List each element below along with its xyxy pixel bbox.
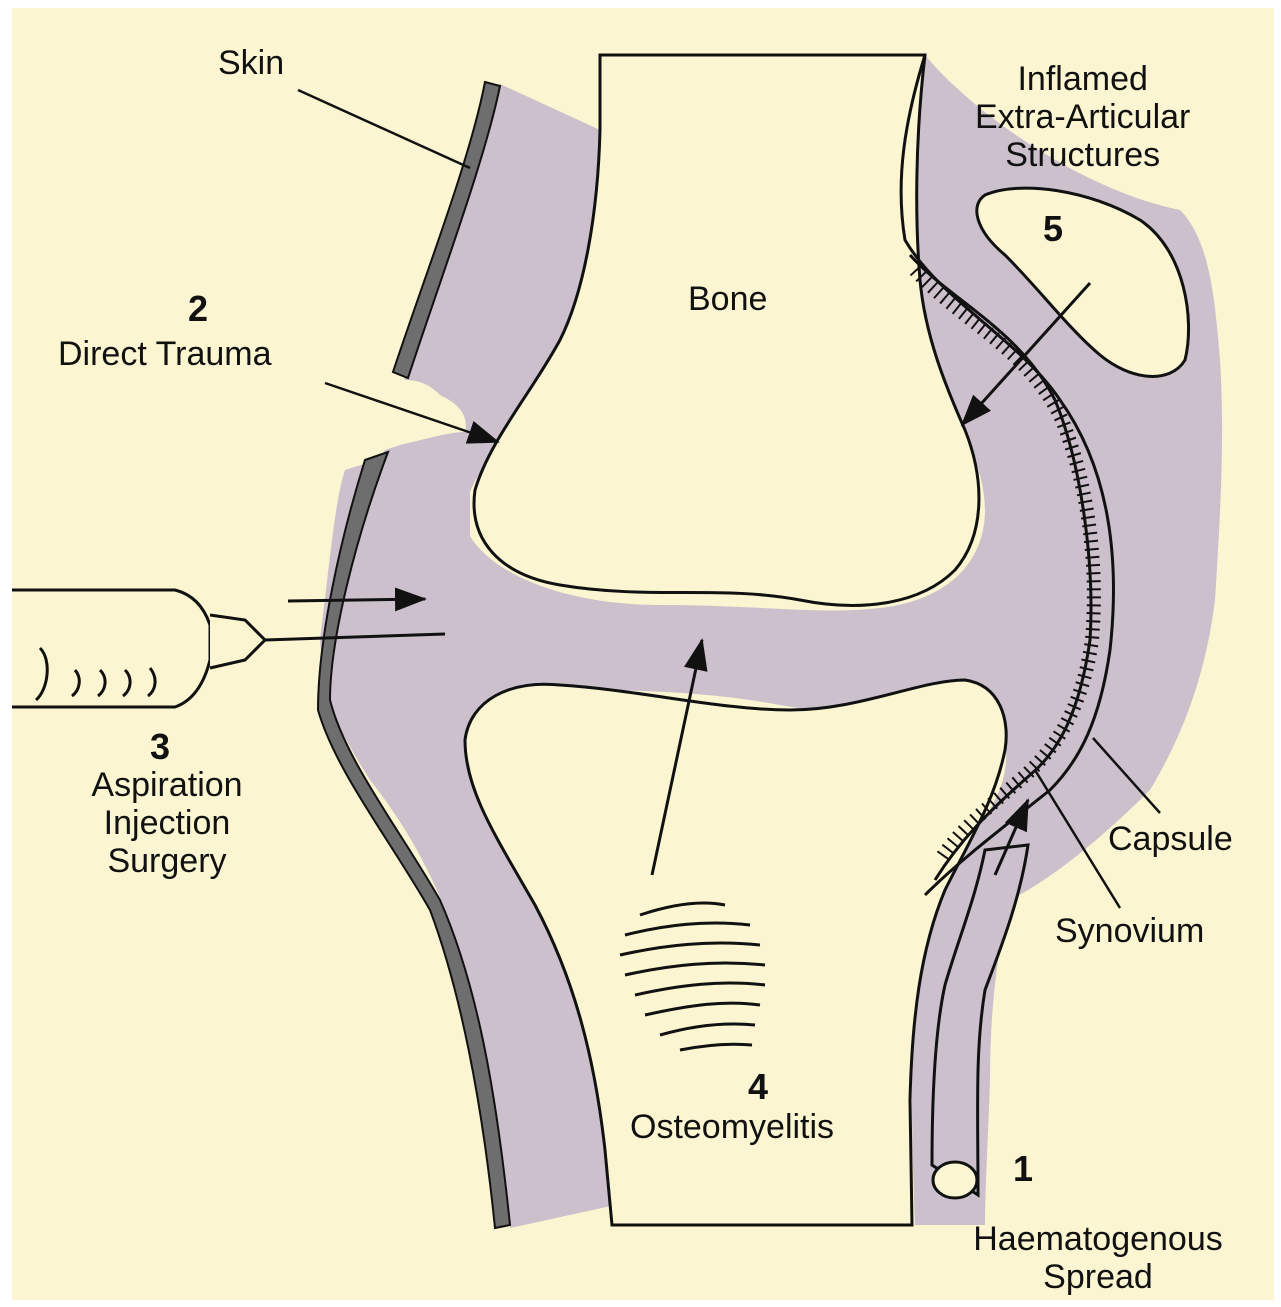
route-2-number: 2 bbox=[188, 290, 208, 328]
blood-vessel-end bbox=[933, 1162, 977, 1198]
synovium-label: Synovium bbox=[1055, 912, 1204, 950]
inflamed-line-2: Extra-Articular bbox=[975, 98, 1190, 136]
route-1-line-1: Haematogenous bbox=[928, 1220, 1268, 1258]
injection-arrow bbox=[288, 599, 425, 601]
route-3-line-2: Injection bbox=[62, 804, 272, 842]
inflamed-line-3: Structures bbox=[975, 136, 1190, 174]
route-3-label: Aspiration Injection Surgery bbox=[62, 766, 272, 880]
route-1-label: Haematogenous Spread bbox=[928, 1220, 1268, 1296]
route-1-line-2: Spread bbox=[928, 1258, 1268, 1296]
route-2-label: Direct Trauma bbox=[58, 335, 272, 373]
route-4-label: Osteomyelitis bbox=[630, 1108, 834, 1146]
route-1-number: 1 bbox=[1013, 1150, 1033, 1188]
inflamed-label: Inflamed Extra-Articular Structures bbox=[975, 60, 1190, 174]
route-5-number: 5 bbox=[1043, 210, 1063, 248]
inflamed-line-1: Inflamed bbox=[975, 60, 1190, 98]
capsule-label: Capsule bbox=[1108, 820, 1233, 858]
skin-label: Skin bbox=[218, 44, 284, 82]
bone-label: Bone bbox=[688, 280, 767, 318]
route-4-number: 4 bbox=[748, 1068, 768, 1106]
route-3-line-1: Aspiration bbox=[62, 766, 272, 804]
route-3-number: 3 bbox=[150, 728, 170, 766]
route-3-line-3: Surgery bbox=[62, 842, 272, 880]
